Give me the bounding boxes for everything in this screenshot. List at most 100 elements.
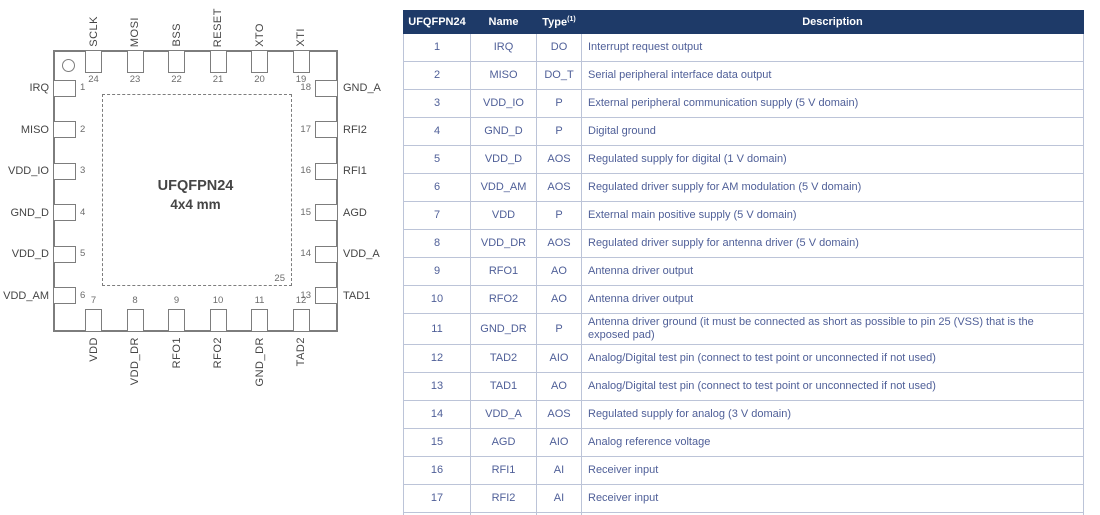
pin-label-xto: XTO [251, 0, 269, 47]
pin-number-cell: 2 [403, 61, 471, 90]
pin-pad-12 [292, 309, 310, 332]
pin-type-cell: AO [536, 257, 582, 286]
pin-pad-19 [292, 50, 310, 73]
pin-type-cell: AOS [536, 173, 582, 202]
pin-number-17: 17 [300, 123, 311, 135]
pin-number-15: 15 [300, 206, 311, 218]
package-size: 4x4 mm [170, 197, 221, 212]
pin-label-xti: XTI [292, 0, 310, 47]
pin-label-rfo1: RFO1 [168, 337, 186, 427]
pin-name-cell: RFI2 [470, 484, 537, 513]
pin-label-tad2: TAD2 [292, 337, 310, 427]
col-header-description: Description [581, 10, 1084, 34]
pin-label-vdd_d: VDD_D [11, 248, 49, 260]
exposed-pad-outline: 25 [102, 94, 292, 286]
pin-number-21: 21 [212, 74, 224, 85]
pin-label-vdd_dr: VDD_DR [126, 337, 144, 427]
pin-number-9: 9 [173, 295, 180, 306]
pin-number-1: 1 [80, 82, 86, 93]
pin-pad-14 [315, 245, 338, 263]
pin-number-19: 19 [295, 74, 307, 85]
pin-label-text: XTO [253, 23, 266, 47]
pin-number-6: 6 [80, 289, 86, 301]
pin-number-cell: 14 [403, 400, 471, 429]
pin-description-cell: Analog/Digital test pin (connect to test… [581, 372, 1084, 401]
pin-name-cell: VDD_A [470, 400, 537, 429]
pin-type-cell: AOS [536, 229, 582, 258]
pin-label-text: RESET [212, 7, 224, 47]
table-row: 18GND_APAnalog ground [403, 512, 1084, 515]
pin-description-cell: External peripheral communication supply… [581, 89, 1084, 118]
pin-label-vdd_io: VDD_IO [8, 165, 49, 177]
pin-pad-10 [209, 309, 227, 332]
package-title: UFQFPN24 4x4 mm [55, 177, 336, 214]
pin-description-cell: Digital ground [581, 117, 1084, 146]
pin-label-text: TAD2 [295, 337, 307, 367]
pin-pad-6 [53, 287, 76, 304]
package-name: UFQFPN24 [157, 178, 234, 194]
col-header-type: Type(1) [536, 10, 582, 34]
pin-label-text: GND_DR [253, 337, 266, 387]
pin-label-vdd_a: VDD_A [343, 248, 380, 260]
pin-name-cell: GND_D [470, 117, 537, 146]
pin-pad-13 [315, 287, 338, 304]
pin-type-cell: DO [536, 33, 582, 62]
pin-number-22: 22 [171, 74, 182, 85]
pin-pad-20 [251, 50, 268, 73]
pin-pad-17 [315, 121, 338, 138]
pin-type-cell: AOS [536, 400, 582, 429]
pin-label-tad1: TAD1 [343, 289, 371, 302]
pin-description-cell: Analog/Digital test pin (connect to test… [581, 344, 1084, 373]
pin-label-rfi1: RFI1 [343, 165, 367, 177]
pin-number-20: 20 [254, 74, 265, 85]
pin-label-text: BSS [170, 23, 183, 47]
pin-type-cell: AOS [536, 145, 582, 174]
pin-description-cell: Antenna driver output [581, 257, 1084, 286]
pin-name-cell: VDD_DR [470, 229, 537, 258]
pin-label-sclk: SCLK [85, 0, 103, 47]
pin-name-cell: MISO [470, 61, 537, 90]
pin-name-cell: TAD2 [470, 344, 537, 373]
pin-pad-1 [53, 79, 76, 97]
exposed-pad-number: 25 [274, 273, 285, 284]
pin-pad-3 [53, 162, 76, 180]
pin-type-cell: AI [536, 456, 582, 485]
pin-name-cell: VDD_D [470, 145, 537, 174]
pin-label-gnd_d: GND_D [10, 206, 49, 219]
pin-number-cell: 12 [403, 344, 471, 373]
pin-label-text: RFO2 [212, 337, 224, 369]
pin-type-cell: P [536, 313, 582, 345]
pin-number-cell: 10 [403, 285, 471, 314]
pin-name-cell: RFI1 [470, 456, 537, 485]
pin-number-cell: 1 [403, 33, 471, 62]
pin-label-vdd_am: VDD_AM [3, 289, 49, 302]
pin-label-miso: MISO [20, 123, 49, 136]
pin-number-12: 12 [295, 295, 307, 306]
pin-number-11: 11 [254, 295, 265, 306]
pin-pad-18 [315, 79, 338, 97]
pin-pad-22 [168, 50, 185, 73]
pin-name-cell: AGD [470, 428, 537, 457]
pin-label-text: SCLK [87, 16, 100, 47]
pin-type-cell: DO_T [536, 61, 582, 90]
pin-type-cell: P [536, 201, 582, 230]
pin-description-cell: External main positive supply (5 V domai… [581, 201, 1084, 230]
pin-number-8: 8 [132, 295, 138, 306]
pin-number-cell: 9 [403, 257, 471, 286]
pin-description-cell: Regulated supply for analog (3 V domain) [581, 400, 1084, 429]
pin-label-vdd: VDD [85, 337, 103, 427]
pin-number-cell: 13 [403, 372, 471, 401]
pin-description-cell: Receiver input [581, 456, 1084, 485]
pin-label-agd: AGD [343, 206, 367, 219]
